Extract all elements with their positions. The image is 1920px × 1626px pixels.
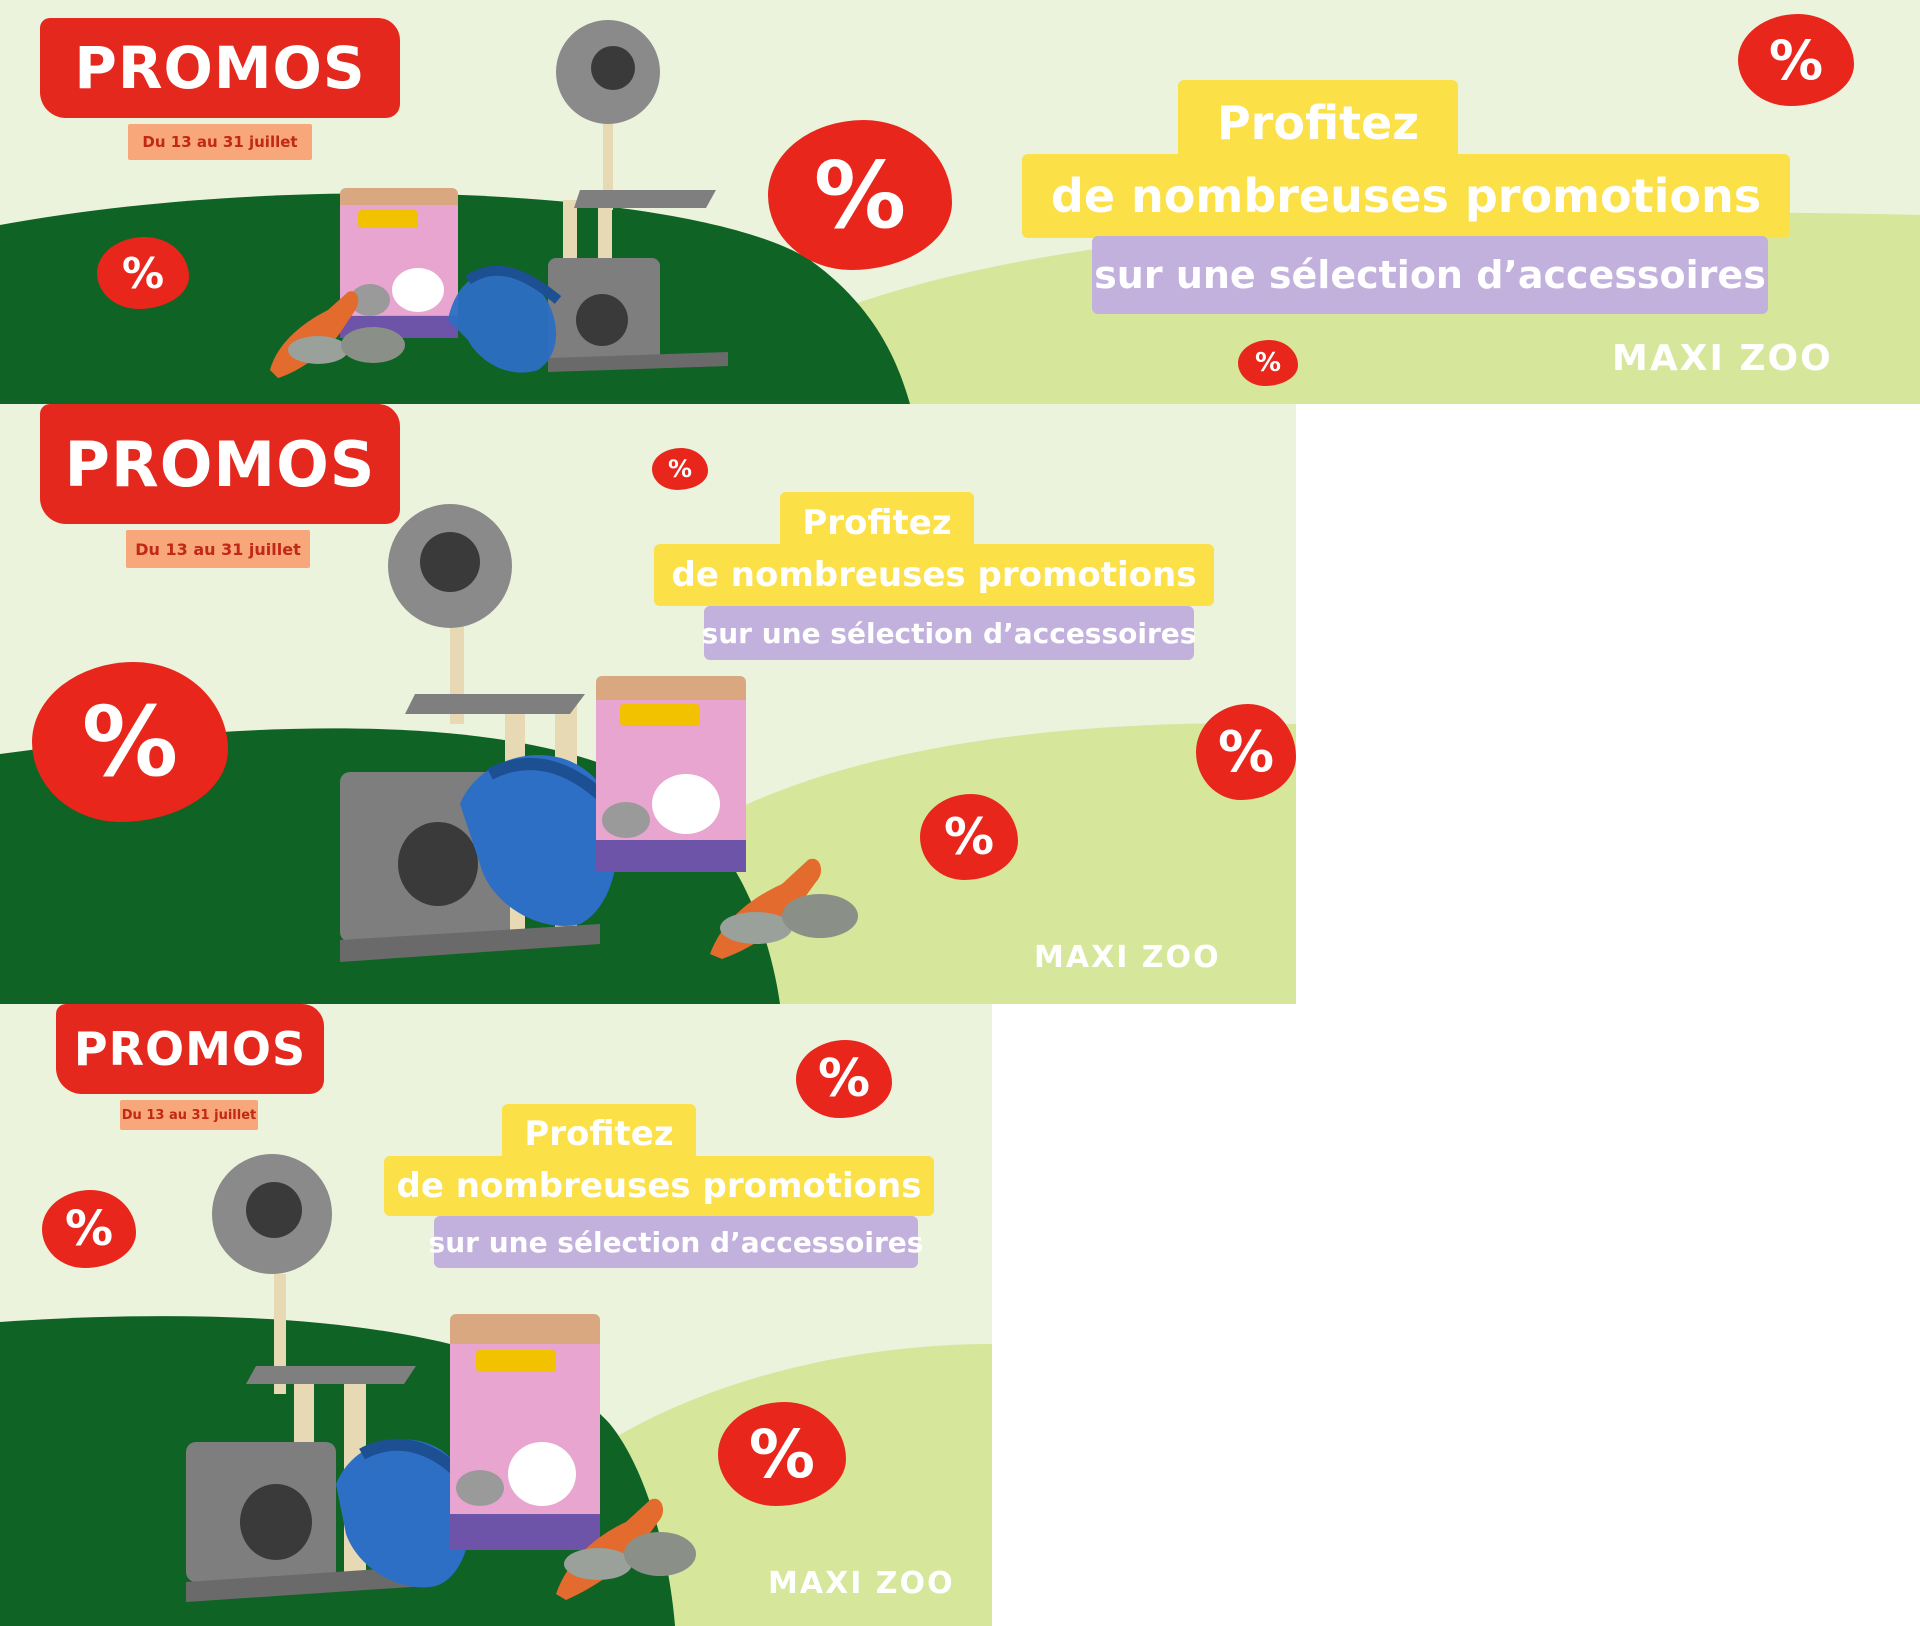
date-range-badge: Du 13 au 31 juillet (126, 530, 310, 568)
maxi-zoo-logo: MAXI ZOO (1034, 940, 1221, 975)
promos-tag: PROMOS (56, 1004, 324, 1094)
headline-line1: Profitez (780, 492, 974, 554)
product-group (258, 20, 728, 380)
percent-badge: % (796, 1040, 892, 1118)
percent-badge: % (42, 1190, 136, 1268)
promo-banner-medium[interactable]: PROMOS Du 13 au 31 juillet % % % % (0, 404, 1296, 1004)
promos-tag: PROMOS (40, 404, 400, 524)
headline-line3: sur une sélection d’accessoires (1092, 236, 1768, 314)
promos-tag: PROMOS (40, 18, 400, 118)
product-group (330, 504, 1030, 974)
headline-line1: Profitez (502, 1104, 696, 1164)
headline-line2: de nombreuses promotions (1022, 154, 1790, 238)
cat-tree-image (340, 504, 858, 962)
percent-badge: % (920, 794, 1018, 880)
headline-line1: Profitez (1178, 80, 1458, 166)
date-range-badge: Du 13 au 31 juillet (128, 124, 312, 160)
maxi-zoo-logo: MAXI ZOO (768, 1566, 955, 1601)
maxi-zoo-logo: MAXI ZOO (1612, 338, 1833, 379)
promos-label: PROMOS (74, 34, 366, 102)
percent-badge: % (1196, 704, 1296, 800)
percent-badge: % (32, 662, 228, 822)
percent-badge: % (1738, 14, 1854, 106)
product-group (186, 1154, 816, 1614)
date-range-badge: Du 13 au 31 juillet (120, 1100, 258, 1130)
promo-banner-wide[interactable]: PROMOS Du 13 au 31 juillet % % % % (0, 0, 1920, 404)
percent-badge: % (97, 237, 189, 309)
headline-line2: de nombreuses promotions (384, 1156, 934, 1216)
headline-line3: sur une sélection d’accessoires (702, 606, 1196, 660)
headline-line2: de nombreuses promotions (654, 544, 1214, 606)
date-range-text: Du 13 au 31 juillet (142, 133, 298, 151)
cat-tree-image (186, 1154, 696, 1602)
percent-badge: % (652, 448, 708, 490)
percent-badge: % (1238, 340, 1298, 386)
promo-banner-square[interactable]: PROMOS Du 13 au 31 juillet % % % (0, 1004, 992, 1626)
percent-badge: % (718, 1402, 846, 1506)
headline-line3: sur une sélection d’accessoires (429, 1216, 923, 1268)
percent-badge: % (768, 120, 952, 270)
cat-tree-image (270, 20, 728, 378)
